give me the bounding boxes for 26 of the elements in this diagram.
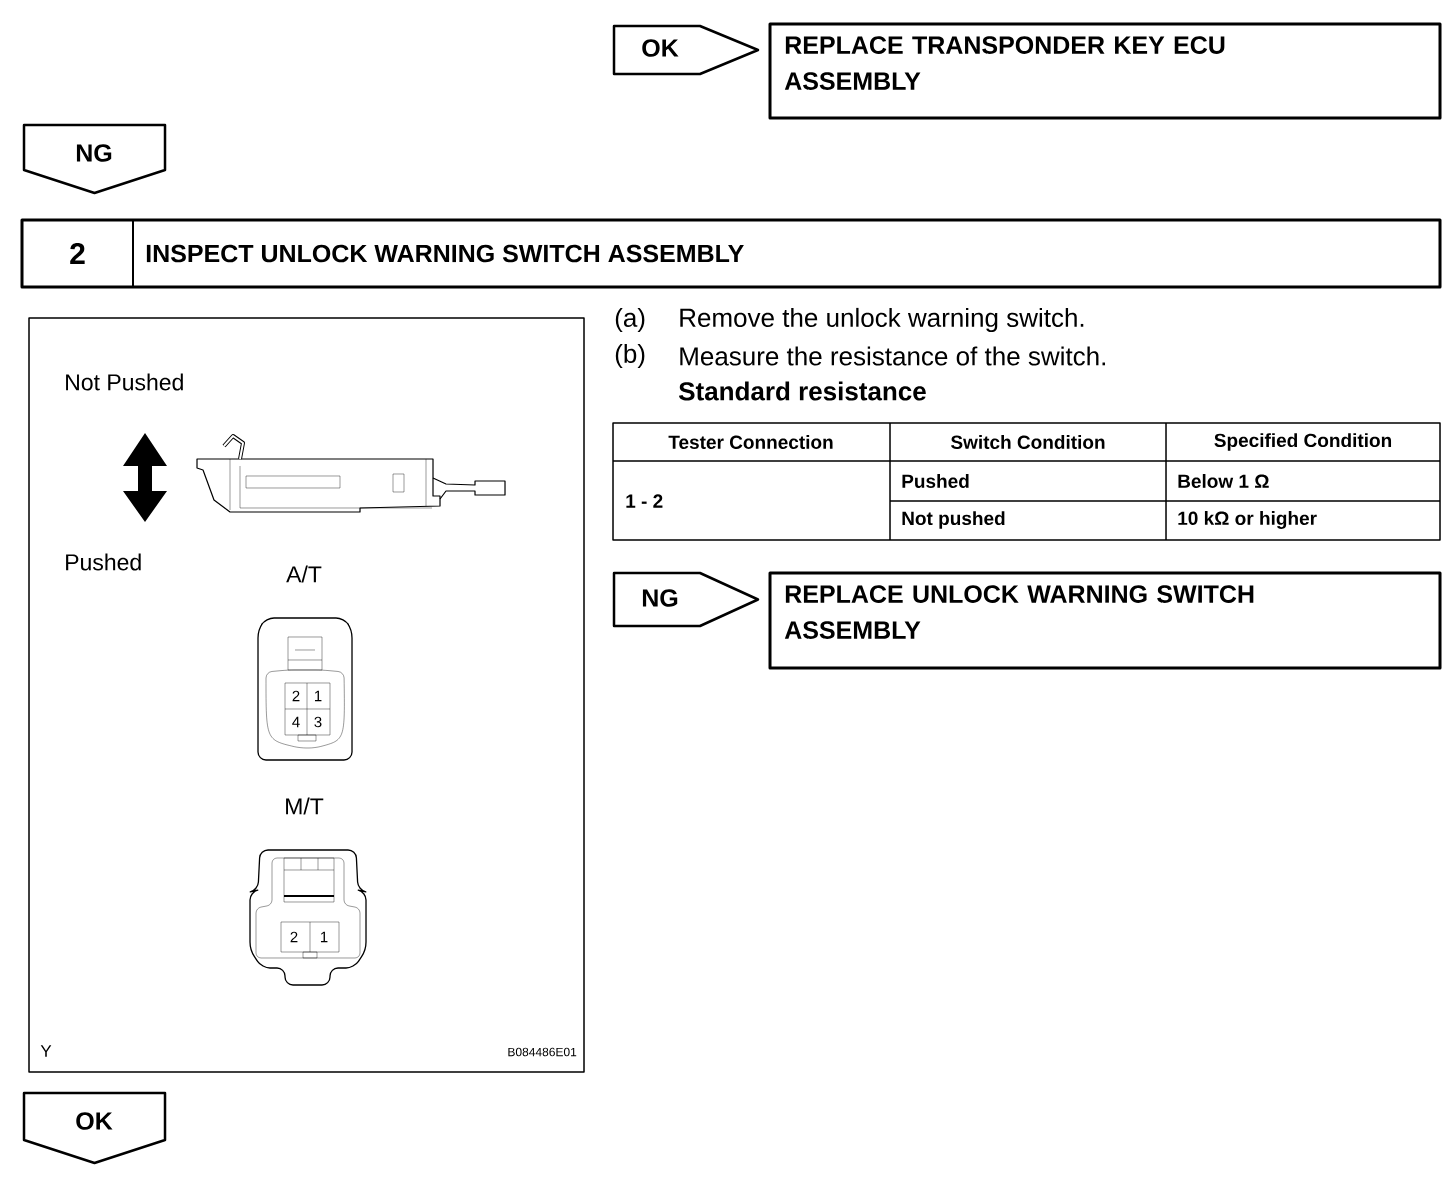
figure-mark: Y bbox=[40, 1045, 52, 1057]
table-text: 10 kΩ or higher bbox=[1178, 511, 1317, 529]
instruction-text: Measure the resistance of the switch. bbox=[680, 346, 1105, 366]
table-text: Not pushed bbox=[902, 511, 1005, 529]
step-box: 2 INSPECT UNLOCK WARNING SWITCH ASSEMBLY bbox=[20, 218, 1442, 289]
state-label: Pushed bbox=[66, 553, 141, 571]
pin-number: 1 bbox=[321, 931, 328, 943]
state-label: Not Pushed bbox=[66, 373, 183, 391]
action-box: REPLACE TRANSPONDER KEY ECU ASSEMBLY bbox=[768, 22, 1442, 120]
table-header: Specified Condition bbox=[1214, 433, 1392, 451]
table-header: Switch Condition bbox=[951, 435, 1105, 449]
pin-number: 4 bbox=[292, 716, 300, 728]
table-text: 1 - 2 bbox=[626, 494, 663, 508]
pin-number: 3 bbox=[314, 716, 322, 728]
figure-code: B084486E01 bbox=[508, 1047, 577, 1057]
list-marker: (b) bbox=[615, 343, 645, 369]
pin-number: 2 bbox=[292, 690, 300, 702]
pin-number: 2 bbox=[290, 931, 298, 943]
pin-number: 1 bbox=[315, 690, 322, 702]
table-header: Tester Connection bbox=[668, 435, 833, 449]
variant-label: A/T bbox=[286, 565, 322, 583]
table-text: Below 1 Ω bbox=[1178, 474, 1269, 488]
table-text: Pushed bbox=[902, 474, 969, 488]
subheading: Standard resistance bbox=[678, 381, 926, 401]
action-box: REPLACE UNLOCK WARNING SWITCH ASSEMBLY bbox=[768, 571, 1442, 670]
variant-label: M/T bbox=[286, 797, 324, 815]
